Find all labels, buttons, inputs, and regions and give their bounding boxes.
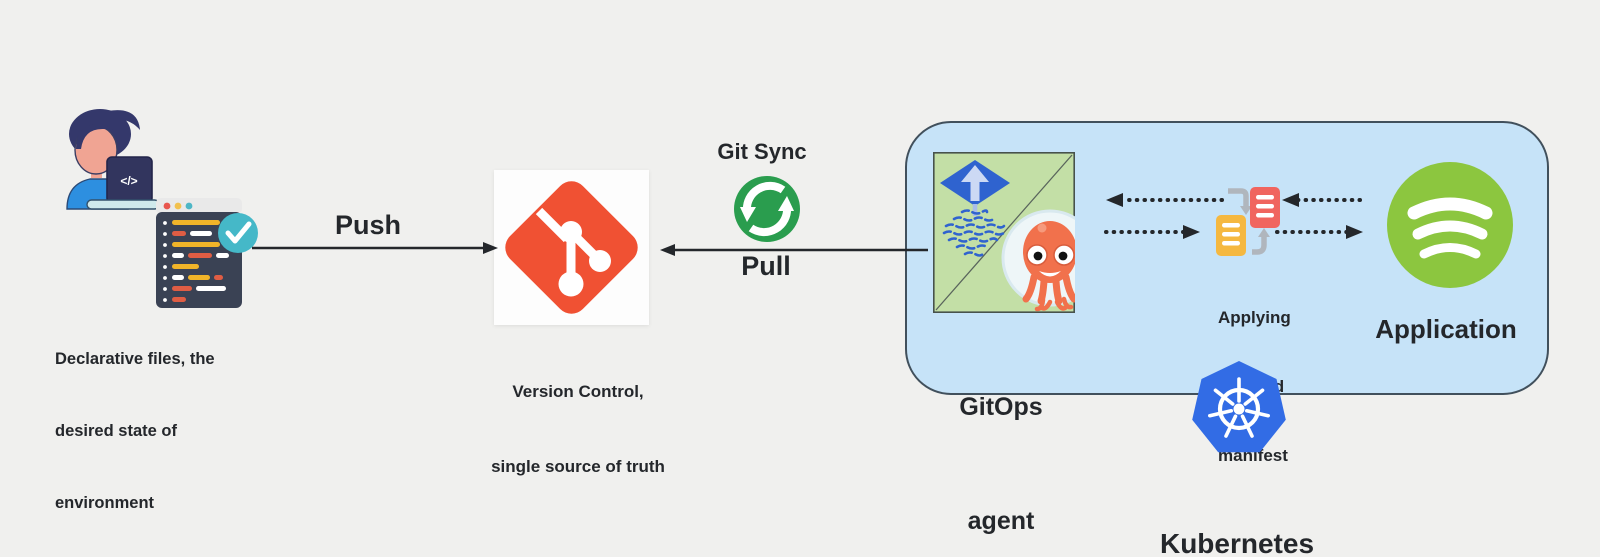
window-dot-yellow-icon [174,202,182,210]
gitops-agent-label: GitOps agent [959,393,1043,535]
manifest-sync-files-icon [1216,187,1280,256]
kubernetes-logo-icon [1192,361,1286,453]
git-logo-icon [505,181,638,314]
spotify-logo-icon [1387,162,1513,288]
declarative-files-caption: Declarative files, the desired state of … [55,350,215,512]
laptop-code-glyph: </> [120,174,137,188]
version-control-caption: Version Control, single source of truth [491,382,665,476]
developer-at-laptop-icon: </> [66,109,160,210]
pull-label: Pull [741,251,791,281]
gitops-agent-icon [933,152,1075,313]
application-label: Application [1375,314,1517,344]
check-badge-icon [218,213,258,253]
flux-logo-icon [940,160,1010,257]
code-manifest-window-icon [156,198,258,308]
git-sync-icon [734,176,800,242]
git-sync-label: Git Sync [717,139,807,164]
push-label: Push [334,210,402,240]
window-dot-red-icon [163,202,171,210]
kubernetes-cluster-label: Kubernetes Cluster [1159,528,1315,557]
argo-logo-icon [1001,209,1075,312]
window-dot-teal-icon [185,202,193,210]
